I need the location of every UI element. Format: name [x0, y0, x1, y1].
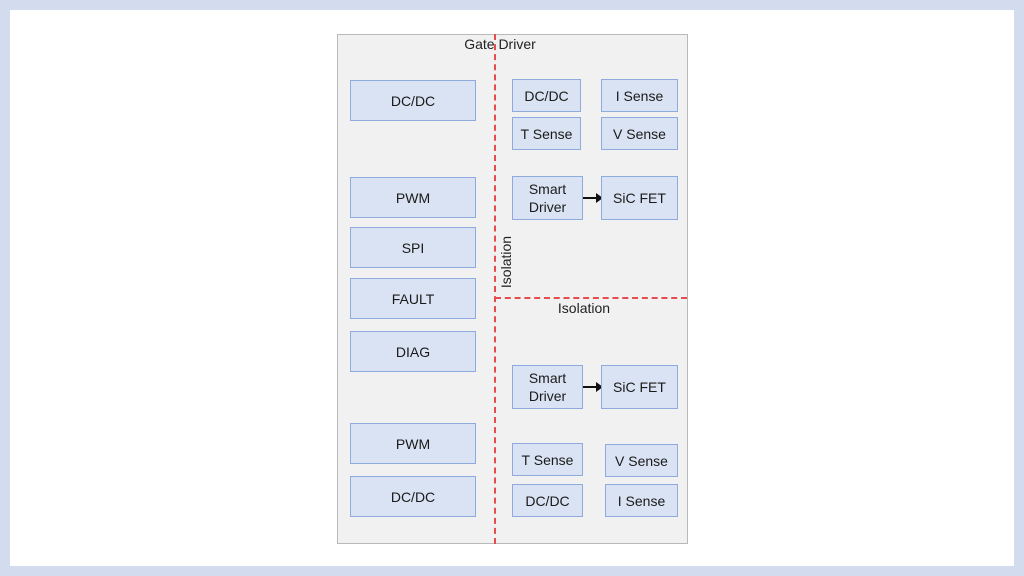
upper-i-sense-block: I Sense: [601, 79, 678, 112]
left-diag-block: DIAG: [350, 331, 476, 372]
isolation-label-vertical: Isolation: [498, 235, 514, 289]
left-fault-block: FAULT: [350, 278, 476, 319]
isolation-barrier-vertical: [494, 34, 496, 544]
left-pwm-bottom-block: PWM: [350, 423, 476, 464]
upper-sic-fet-block: SiC FET: [601, 176, 678, 220]
upper-driver-to-fet-arrow: [583, 193, 603, 203]
upper-t-sense-block: T Sense: [512, 117, 581, 150]
gate-driver-title: Gate Driver: [464, 36, 536, 52]
left-pwm-top-block: PWM: [350, 177, 476, 218]
lower-v-sense-block: V Sense: [605, 444, 678, 477]
lower-i-sense-block: I Sense: [605, 484, 678, 517]
upper-dcdc-block: DC/DC: [512, 79, 581, 112]
lower-driver-to-fet-arrow: [583, 382, 603, 392]
upper-v-sense-block: V Sense: [601, 117, 678, 150]
lower-smart-driver-block: Smart Driver: [512, 365, 583, 409]
lower-dcdc-block: DC/DC: [512, 484, 583, 517]
lower-sic-fet-block: SiC FET: [601, 365, 678, 409]
upper-smart-driver-block: Smart Driver: [512, 176, 583, 220]
left-spi-block: SPI: [350, 227, 476, 268]
left-dcdc-top-block: DC/DC: [350, 80, 476, 121]
left-dcdc-bottom-block: DC/DC: [350, 476, 476, 517]
isolation-label-horizontal: Isolation: [557, 300, 611, 316]
lower-t-sense-block: T Sense: [512, 443, 583, 476]
isolation-barrier-horizontal: [495, 297, 687, 299]
